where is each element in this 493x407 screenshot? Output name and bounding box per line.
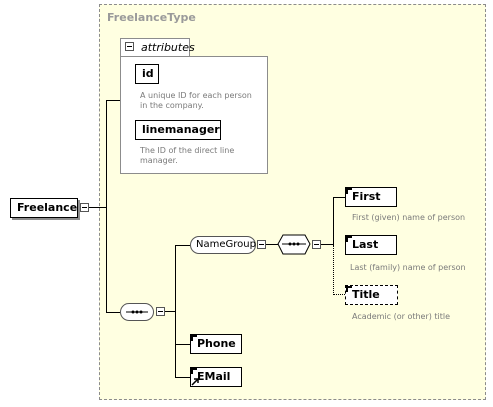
connector xyxy=(175,377,190,378)
connector xyxy=(175,344,190,345)
attribute-linemanager[interactable]: linemanager xyxy=(135,120,221,140)
root-element-freelance[interactable]: Freelance xyxy=(10,198,78,218)
element-last[interactable]: Last xyxy=(345,235,397,255)
element-last-description: Last (family) name of person xyxy=(350,263,466,272)
connector xyxy=(333,197,334,245)
type-name: FreelanceType xyxy=(107,11,196,24)
attribute-linemanager-description-line: The ID of the direct line xyxy=(140,146,235,155)
connector xyxy=(333,197,345,198)
attribute-linemanager-description: The ID of the direct line manager. xyxy=(140,146,234,166)
attributes-box xyxy=(120,56,268,174)
inner-sequence[interactable] xyxy=(277,234,311,255)
element-first-description: First (given) name of person xyxy=(352,213,466,222)
attributes-label: attributes xyxy=(141,41,195,54)
inner-sequence-collapse-icon[interactable] xyxy=(312,240,321,249)
connector xyxy=(89,207,106,208)
element-mark-icon xyxy=(346,188,352,194)
sequence-icon xyxy=(126,310,148,314)
attribute-id-description-line: A unique ID for each person xyxy=(140,91,252,100)
connector xyxy=(175,245,176,377)
element-title-optional[interactable]: Title xyxy=(345,285,398,305)
connector xyxy=(106,312,120,313)
element-email[interactable]: EMail xyxy=(190,367,242,387)
attributes-collapse-icon[interactable] xyxy=(125,42,134,51)
element-mark-icon xyxy=(191,335,197,341)
element-mark-icon xyxy=(346,286,352,292)
freelance-collapse-icon[interactable] xyxy=(80,203,89,212)
outer-sequence-collapse-icon[interactable] xyxy=(156,307,165,316)
element-mark-icon xyxy=(191,368,197,374)
optional-connector xyxy=(333,294,345,295)
attribute-id-description-line: in the company. xyxy=(140,101,204,110)
element-title-description: Academic (or other) title xyxy=(352,312,451,321)
element-mark-icon xyxy=(346,236,352,242)
element-first[interactable]: First xyxy=(345,187,397,207)
connector xyxy=(106,100,120,101)
attribute-linemanager-description-line: manager. xyxy=(140,156,178,165)
optional-connector xyxy=(333,245,334,295)
reference-icon xyxy=(191,378,199,386)
connector xyxy=(165,311,175,312)
connector xyxy=(106,100,107,312)
namegroup-collapse-icon[interactable] xyxy=(257,240,266,249)
connector xyxy=(175,245,190,246)
connector xyxy=(321,244,333,245)
attribute-id-description: A unique ID for each person in the compa… xyxy=(140,91,252,111)
namegroup-group[interactable]: NameGroup xyxy=(190,236,256,254)
connector xyxy=(266,244,278,245)
attribute-id[interactable]: id xyxy=(135,64,159,84)
attributes-tab xyxy=(120,38,190,57)
element-phone[interactable]: Phone xyxy=(190,334,242,354)
